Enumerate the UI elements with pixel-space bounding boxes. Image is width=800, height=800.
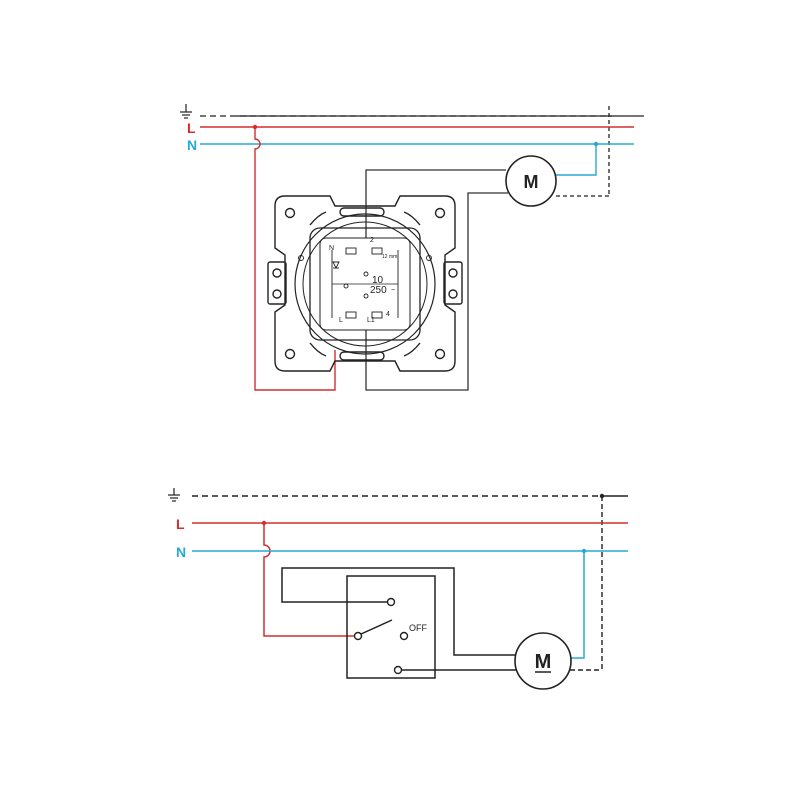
switch-off-label: OFF <box>409 623 427 633</box>
switch-contact-icon <box>353 597 409 675</box>
terminal-N-label: N <box>329 245 334 252</box>
terminal-L1-label: L1 <box>367 317 375 324</box>
motor-label: M <box>524 172 539 192</box>
terminal-L-label: L <box>339 317 343 324</box>
terminal-2-label: 2 <box>370 237 374 244</box>
neutral-to-motor-wire <box>570 551 585 659</box>
neutral-label: N <box>187 137 197 153</box>
motor-label: M <box>535 651 552 673</box>
strip-length-label: 12 mm <box>382 254 397 260</box>
ac-symbol-label: ~ <box>391 287 395 294</box>
motor-icon: M <box>505 155 557 207</box>
switch-box <box>346 575 436 679</box>
live-drop-wire <box>263 523 358 637</box>
bottom-diagram: L N OFF M <box>168 488 628 690</box>
top-diagram: L N M <box>180 104 644 391</box>
live-label: L <box>176 516 185 532</box>
switch-lever <box>360 619 393 635</box>
live-drop-wire <box>254 127 336 391</box>
terminal-4-label: 4 <box>386 311 390 318</box>
earth-symbol-icon <box>180 104 192 119</box>
earth-symbol-icon <box>168 488 180 502</box>
neutral-to-motor-wire <box>556 144 597 176</box>
output-wire-top <box>281 567 516 656</box>
output-wire-bottom <box>365 192 508 391</box>
rating-voltage-label: 250 <box>370 285 387 296</box>
switch-mechanism <box>267 195 463 372</box>
rating-current-label: 10 <box>372 275 384 286</box>
live-label: L <box>187 120 196 136</box>
neutral-label: N <box>176 544 186 560</box>
motor-icon: M <box>514 632 572 690</box>
